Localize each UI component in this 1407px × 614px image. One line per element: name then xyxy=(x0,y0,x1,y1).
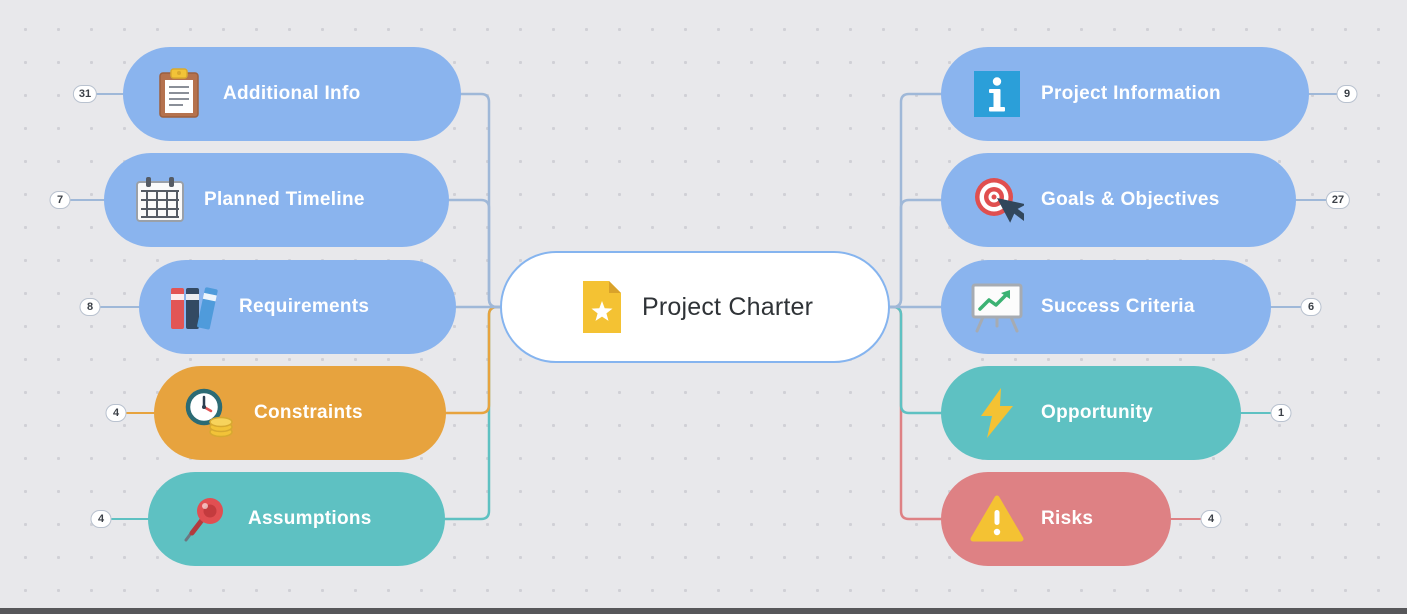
node-label: Assumptions xyxy=(248,508,372,529)
target-cursor-icon xyxy=(967,173,1027,227)
node-project-charter[interactable]: Project Charter xyxy=(500,251,890,363)
node-label: Requirements xyxy=(239,296,370,317)
collapse-badge-risks[interactable]: 4 xyxy=(1200,510,1222,528)
chart-board-icon xyxy=(967,281,1027,333)
node-label: Risks xyxy=(1041,508,1094,529)
collapse-badge-goals-objectives[interactable]: 27 xyxy=(1325,191,1351,209)
node-success-criteria[interactable]: Success Criteria xyxy=(941,260,1271,354)
collapse-badge-success-criteria[interactable]: 6 xyxy=(1300,298,1322,316)
node-requirements[interactable]: Requirements xyxy=(139,260,456,354)
bottom-bar xyxy=(0,608,1407,614)
collapse-badge-additional-info[interactable]: 31 xyxy=(72,85,98,103)
node-label: Planned Timeline xyxy=(204,189,365,210)
node-risks[interactable]: Risks xyxy=(941,472,1171,566)
collapse-badge-requirements[interactable]: 8 xyxy=(79,298,101,316)
collapse-badge-assumptions[interactable]: 4 xyxy=(90,510,112,528)
node-label: Project Information xyxy=(1041,83,1221,104)
warning-icon xyxy=(967,495,1027,543)
node-constraints[interactable]: Constraints xyxy=(154,366,446,460)
node-planned-timeline[interactable]: Planned Timeline xyxy=(104,153,449,247)
collapse-badge-planned-timeline[interactable]: 7 xyxy=(49,191,71,209)
lightning-icon xyxy=(967,387,1027,439)
node-additional-info[interactable]: Additional Info xyxy=(123,47,461,141)
center-label: Project Charter xyxy=(642,292,814,321)
node-opportunity[interactable]: Opportunity xyxy=(941,366,1241,460)
books-icon xyxy=(165,280,225,334)
collapse-badge-project-information[interactable]: 9 xyxy=(1336,85,1358,103)
node-label: Success Criteria xyxy=(1041,296,1195,317)
node-label: Goals & Objectives xyxy=(1041,189,1220,210)
node-assumptions[interactable]: Assumptions xyxy=(148,472,445,566)
clipboard-icon xyxy=(149,67,209,121)
collapse-badge-constraints[interactable]: 4 xyxy=(105,404,127,422)
node-label: Additional Info xyxy=(223,83,361,104)
node-project-information[interactable]: Project Information xyxy=(941,47,1309,141)
star-document-icon xyxy=(576,280,628,334)
node-label: Opportunity xyxy=(1041,402,1154,423)
info-icon xyxy=(967,69,1027,119)
clock-coins-icon xyxy=(180,386,240,440)
collapse-badge-opportunity[interactable]: 1 xyxy=(1270,404,1292,422)
calendar-icon xyxy=(130,176,190,224)
node-goals-objectives[interactable]: Goals & Objectives xyxy=(941,153,1296,247)
node-label: Constraints xyxy=(254,402,363,423)
pushpin-icon xyxy=(174,494,234,544)
